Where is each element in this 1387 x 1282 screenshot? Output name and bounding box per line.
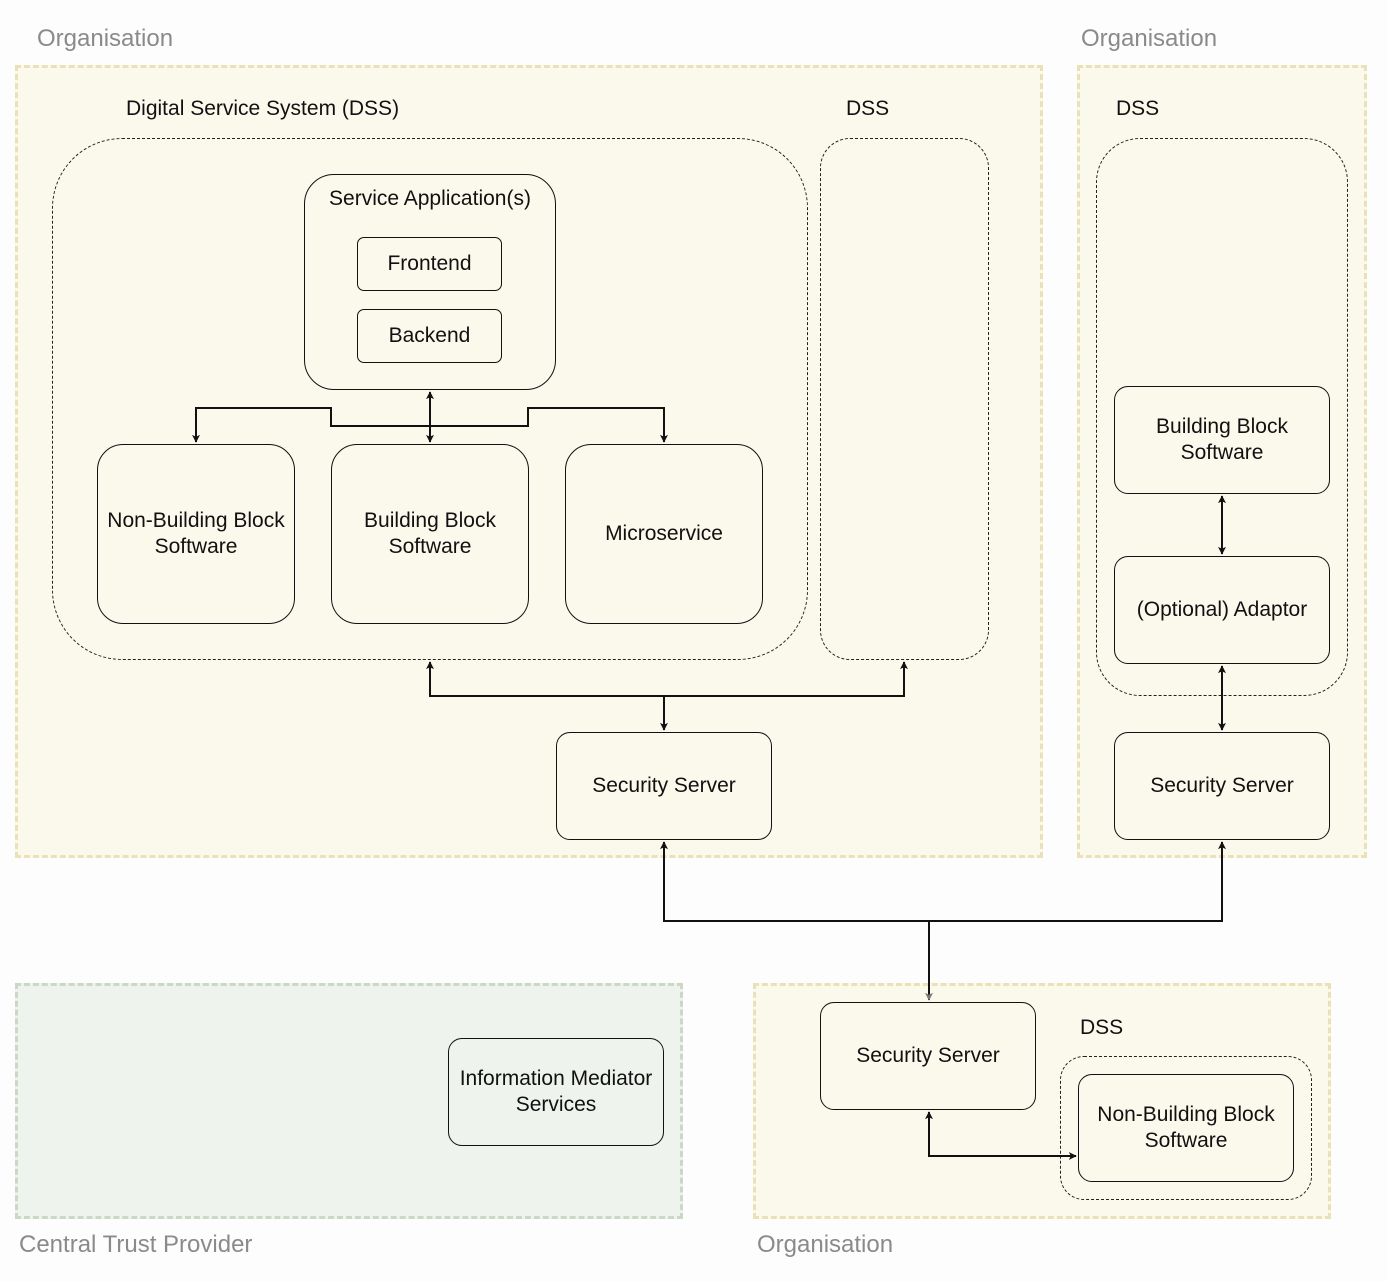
building-block-software-box: Building Block Software	[331, 444, 529, 624]
dss-secondary-label: DSS	[846, 97, 890, 120]
connector-serviceapp-microservice	[430, 407, 668, 443]
optional-adaptor-box: (Optional) Adaptor	[1114, 556, 1330, 664]
information-mediator-services-label: Information Mediator Services	[459, 1067, 653, 1116]
microservice-label: Microservice	[605, 522, 723, 545]
bottom-non-building-block-software-label: Non-Building Block Software	[1097, 1103, 1275, 1152]
security-server-right-label: Security Server	[1150, 774, 1294, 797]
service-application-title: Service Application(s)	[329, 187, 531, 210]
connector-serviceapp-nonbb	[192, 407, 430, 443]
security-server-bottom-label: Security Server	[856, 1044, 1000, 1067]
non-building-block-software-box: Non-Building Block Software	[97, 444, 295, 624]
organisation-label-main: Organisation	[37, 25, 174, 52]
connector-network-right	[929, 841, 1226, 922]
frontend-box: Frontend	[357, 237, 502, 291]
dss-secondary-container	[820, 138, 989, 660]
security-server-main-label: Security Server	[592, 774, 736, 797]
microservice-box: Microservice	[565, 444, 763, 624]
non-building-block-software-label: Non-Building Block Software	[107, 509, 285, 558]
information-mediator-services-box: Information Mediator Services	[448, 1038, 664, 1146]
optional-adaptor-label: (Optional) Adaptor	[1136, 598, 1308, 621]
connector-bottom-ss-dss	[925, 1111, 1077, 1160]
building-block-software-label: Building Block Software	[364, 509, 496, 558]
connector-network-main	[660, 841, 929, 922]
organisation-label-bottom: Organisation	[757, 1231, 894, 1258]
backend-box: Backend	[357, 309, 502, 363]
security-server-right: Security Server	[1114, 732, 1330, 840]
central-trust-provider-label: Central Trust Provider	[19, 1231, 253, 1258]
dss-right-label: DSS	[1116, 97, 1160, 120]
backend-label: Backend	[388, 324, 471, 347]
right-building-block-software-box: Building Block Software	[1114, 386, 1330, 494]
right-building-block-software-label: Building Block Software	[1156, 415, 1288, 464]
dss-bottom-label: DSS	[1080, 1016, 1124, 1039]
dss-main-label: Digital Service System (DSS)	[126, 97, 400, 120]
connector-ss-dss-main	[426, 661, 664, 697]
connector-ss-dss-secondary	[664, 661, 908, 697]
frontend-label: Frontend	[387, 252, 472, 275]
bottom-non-building-block-software-box: Non-Building Block Software	[1078, 1074, 1294, 1182]
dss-main-container	[52, 138, 808, 660]
security-server-main: Security Server	[556, 732, 772, 840]
security-server-bottom: Security Server	[820, 1002, 1036, 1110]
organisation-label-right: Organisation	[1081, 25, 1218, 52]
